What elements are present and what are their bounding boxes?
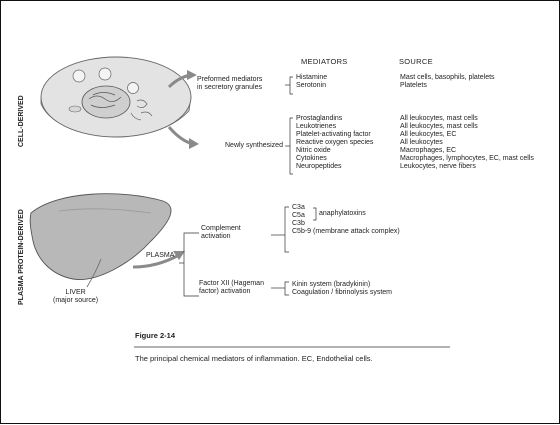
complement-item: C5b-9 (membrane attack complex) xyxy=(292,228,400,236)
mediator-item: Nitric oxide xyxy=(296,147,373,155)
figure-label: Figure 2-14 xyxy=(135,332,175,340)
mediator-item: Leukotrienes xyxy=(296,123,373,131)
liver-illustration xyxy=(30,194,171,287)
mediator-item: Serotonin xyxy=(296,82,327,90)
preformed-source-list: Mast cells, basophils, platelets Platele… xyxy=(400,74,495,90)
granule-icon xyxy=(73,70,85,82)
plasma-derived-label: PLASMA PROTEIN-DERIVED xyxy=(18,209,25,305)
preformed-category: Preformed mediators in secretory granule… xyxy=(197,76,262,92)
source-item: All leukocytes, EC xyxy=(400,131,534,139)
complement-activation-label: Complement activation xyxy=(201,225,241,241)
preformed-mediator-list: Histamine Serotonin xyxy=(296,74,327,90)
new-mediator-list: Prostaglandins Leukotrienes Platelet-act… xyxy=(296,115,373,171)
source-item: Macrophages, EC xyxy=(400,147,534,155)
source-header: SOURCE xyxy=(399,58,433,66)
granule-icon xyxy=(128,83,139,94)
factor-xii-list: Kinin system (bradykinin) Coagulation / … xyxy=(292,281,392,297)
source-item: Platelets xyxy=(400,82,495,90)
plasma-label: PLASMA xyxy=(146,252,174,260)
mediators-header: MEDIATORS xyxy=(301,58,348,66)
mediator-item: Platelet-activating factor xyxy=(296,131,373,139)
mediator-item: Reactive oxygen species xyxy=(296,139,373,147)
source-item: All leukocytes, mast cells xyxy=(400,115,534,123)
factor-xii-label: Factor XII (Hageman factor) activation xyxy=(199,280,264,296)
mediator-item: Cytokines xyxy=(296,155,373,163)
complement-list: C3a C5a C3b C5b-9 (membrane attack compl… xyxy=(292,204,400,236)
complement-item: C3b xyxy=(292,220,400,228)
nucleus-icon xyxy=(82,86,130,118)
mediator-item: Prostaglandins xyxy=(296,115,373,123)
source-item: All leukocytes xyxy=(400,139,534,147)
source-item: Macrophages, lymphocytes, EC, mast cells xyxy=(400,155,534,163)
cell-derived-label: CELL-DERIVED xyxy=(18,95,25,147)
anaphylatoxins-label: anaphylatoxins xyxy=(319,210,366,218)
source-item: Mast cells, basophils, platelets xyxy=(400,74,495,82)
cell-illustration xyxy=(41,57,191,137)
mediator-item: Histamine xyxy=(296,74,327,82)
granule-icon xyxy=(99,68,111,80)
source-item: All leukocytes, mast cells xyxy=(400,123,534,131)
new-source-list: All leukocytes, mast cells All leukocyte… xyxy=(400,115,534,171)
figure-caption: The principal chemical mediators of infl… xyxy=(135,355,373,363)
mediator-item: Neuropeptides xyxy=(296,163,373,171)
liver-label: LIVER (major source) xyxy=(53,289,98,305)
factor-item: Kinin system (bradykinin) xyxy=(292,281,392,289)
newly-synthesized-category: Newly synthesized xyxy=(225,142,283,150)
source-item: Leukocytes, nerve fibers xyxy=(400,163,534,171)
factor-item: Coagulation / fibrinolysis system xyxy=(292,289,392,297)
